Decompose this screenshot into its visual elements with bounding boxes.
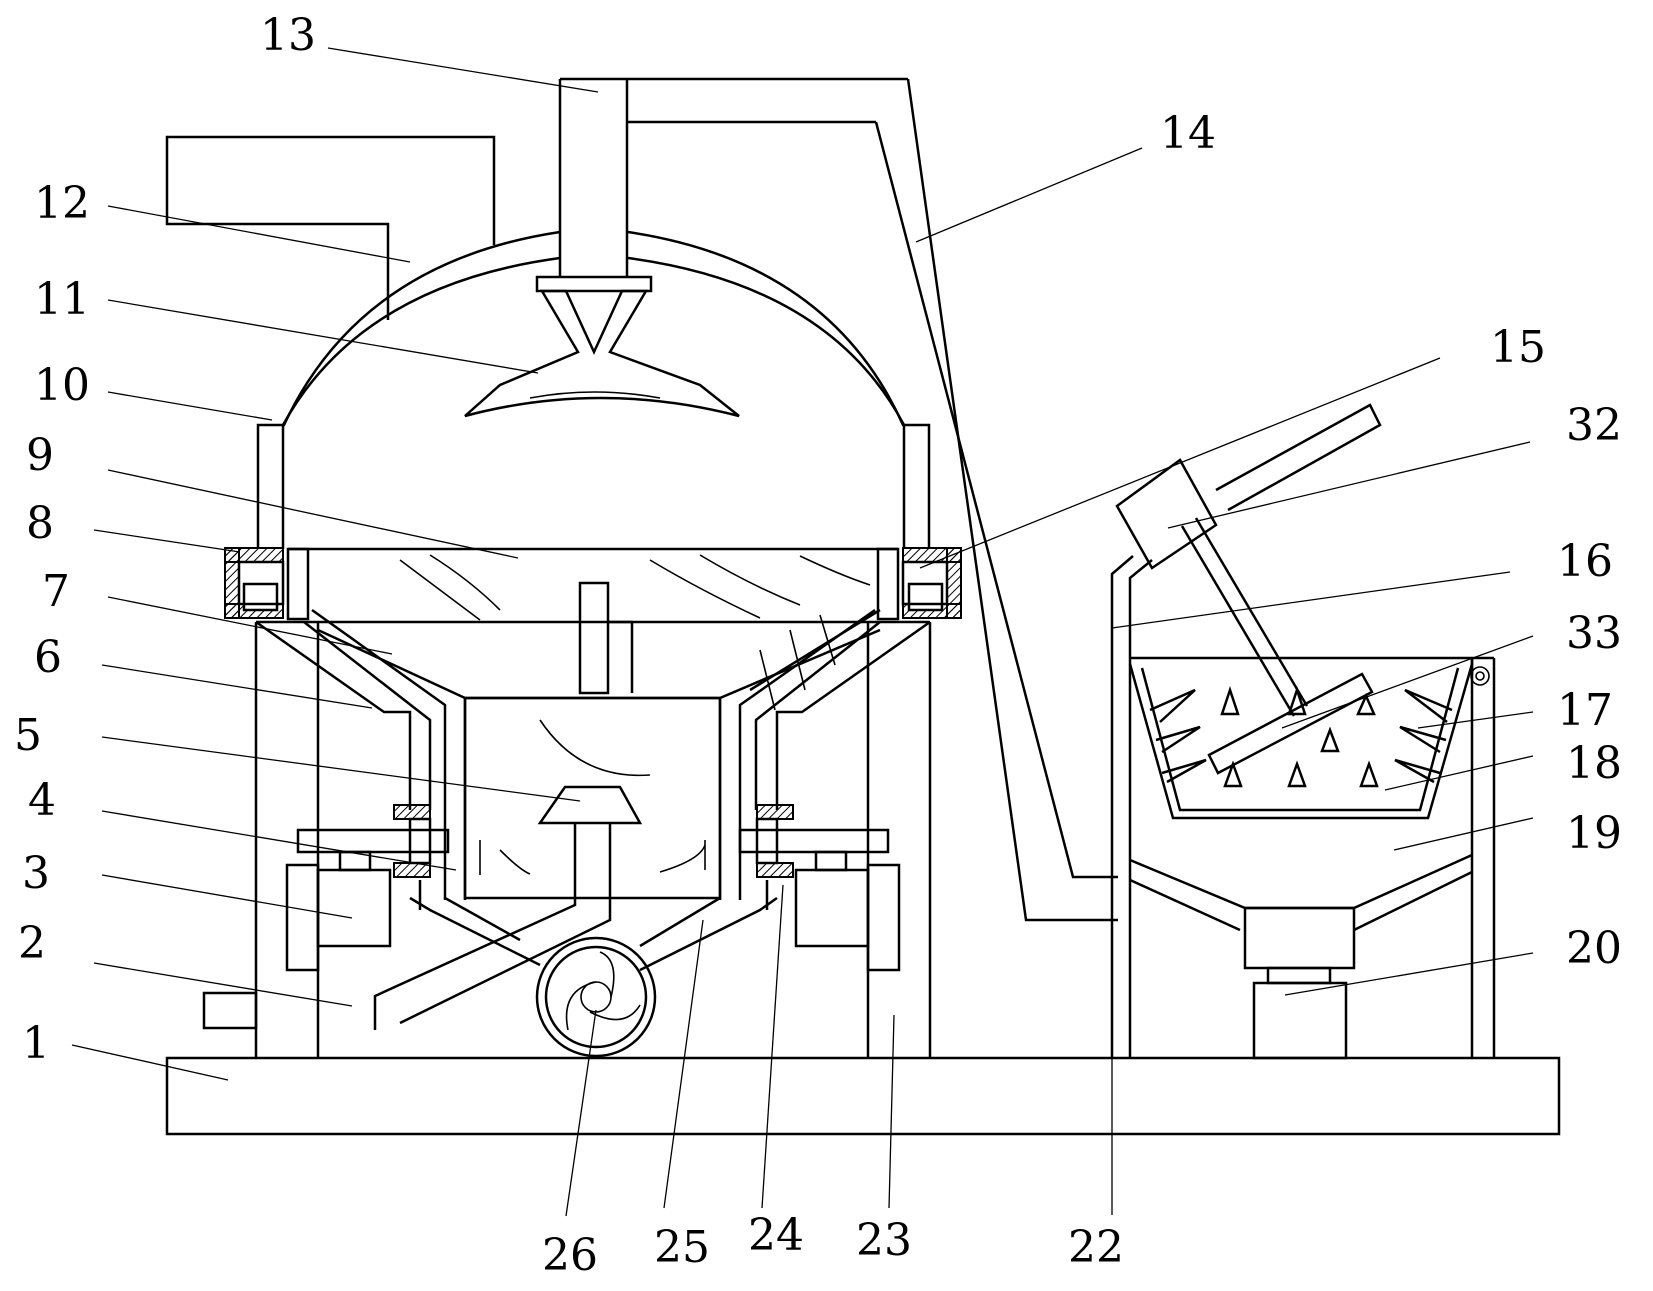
callout-11: 11 bbox=[34, 274, 90, 325]
screen-drum bbox=[286, 547, 900, 621]
distributor-cap bbox=[373, 785, 643, 1030]
callout-7: 7 bbox=[42, 566, 70, 617]
central-shaft bbox=[578, 581, 634, 695]
callout-15: 15 bbox=[1490, 322, 1546, 373]
callout-26: 26 bbox=[542, 1230, 598, 1281]
conical-hopper bbox=[255, 608, 931, 900]
callout-16: 16 bbox=[1557, 536, 1613, 587]
callout-14: 14 bbox=[1160, 108, 1216, 159]
rotary-flange bbox=[224, 547, 962, 619]
callout-32: 32 bbox=[1566, 400, 1622, 451]
callout-5: 5 bbox=[14, 710, 42, 761]
dome-cover bbox=[256, 230, 931, 549]
inner-bowl bbox=[463, 696, 722, 900]
callout-3: 3 bbox=[22, 848, 50, 899]
bottom-spikes bbox=[1220, 686, 1379, 788]
sorting-basket bbox=[1128, 663, 1490, 820]
callout-13: 13 bbox=[260, 10, 316, 61]
callout-4: 4 bbox=[28, 775, 56, 826]
callout-9: 9 bbox=[26, 430, 54, 481]
callout-1: 1 bbox=[22, 1018, 50, 1069]
bearing-plates bbox=[296, 804, 890, 878]
callout-labels: 13 14 12 11 10 9 8 7 6 5 4 3 2 1 15 32 1… bbox=[14, 10, 1622, 1281]
callout-2: 2 bbox=[18, 918, 46, 969]
callout-23: 23 bbox=[856, 1215, 912, 1266]
support-arms bbox=[409, 880, 778, 972]
paddle bbox=[1207, 672, 1374, 775]
callout-19: 19 bbox=[1566, 808, 1622, 859]
callout-6: 6 bbox=[34, 632, 62, 683]
chute bbox=[1215, 403, 1382, 512]
callout-24: 24 bbox=[748, 1210, 804, 1261]
rocker-arm bbox=[1115, 458, 1309, 717]
pump bbox=[535, 936, 657, 1058]
left-frame bbox=[202, 620, 932, 1058]
right-frame bbox=[1110, 555, 1496, 1058]
wall-spikes bbox=[1149, 688, 1453, 784]
collection-hopper bbox=[1129, 853, 1473, 1060]
callout-18: 18 bbox=[1566, 738, 1622, 789]
callout-33: 33 bbox=[1566, 608, 1622, 659]
callout-10: 10 bbox=[34, 360, 90, 411]
callout-12: 12 bbox=[34, 178, 90, 229]
spray-head bbox=[464, 275, 740, 418]
base-plate bbox=[165, 1056, 1561, 1136]
callout-22: 22 bbox=[1068, 1222, 1124, 1273]
return-pipe bbox=[165, 135, 496, 320]
motors bbox=[285, 850, 901, 972]
callout-25: 25 bbox=[654, 1222, 710, 1273]
leader-lines bbox=[71, 47, 1534, 1217]
feed-pipe bbox=[558, 77, 1118, 922]
callout-20: 20 bbox=[1566, 923, 1622, 974]
callout-17: 17 bbox=[1557, 685, 1613, 736]
callout-8: 8 bbox=[26, 498, 54, 549]
